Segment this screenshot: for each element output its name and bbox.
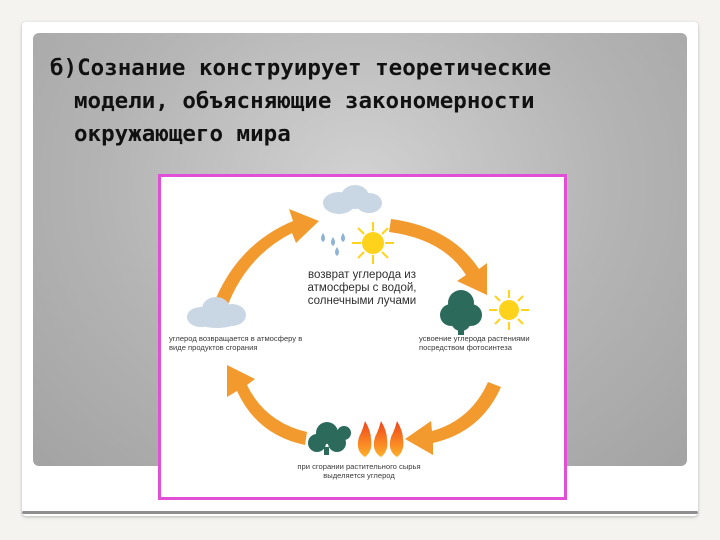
label-return-carbon: возврат углерода из атмосферы с водой, с… [307,269,417,308]
label-carbon-returns: углерод возвращается в атмосферу в виде … [169,334,303,352]
heading-line-3: окружающего мира [74,121,291,147]
cloud-icon-left [187,297,246,328]
heading-line-1: б)Сознание конструирует теоретические [50,55,552,81]
label-combustion: при сгорании растительного сырья выделяе… [297,462,421,480]
cycle-arrow-top-right [389,219,487,295]
sun-icon-top [352,222,394,264]
cycle-arrow-bottom-left [227,365,307,445]
slide-heading: б)Сознание конструирует теоретические мо… [50,52,670,151]
cloud-icon-top [323,185,382,214]
tree-icon-right [440,290,482,335]
carbon-cycle-svg [187,185,529,457]
flames-icon [357,421,404,457]
cycle-arrow-bottom-right [405,382,501,455]
label-photosynthesis: усвоение углерода растениями посредством… [419,334,530,352]
rain-drops-icon [321,233,345,256]
tree-icon-bottom [308,422,351,455]
slide-bottom-line [22,511,698,514]
sun-icon-right [489,290,529,330]
carbon-cycle-diagram: возврат углерода из атмосферы с водой, с… [158,174,567,500]
heading-line-2: модели, объясняющие закономерности [74,88,535,114]
